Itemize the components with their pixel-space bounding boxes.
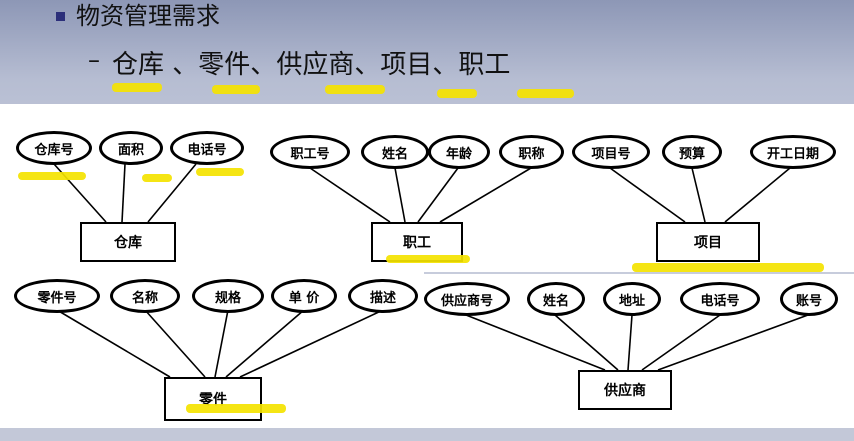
attribute-supplier-no: 供应商号	[424, 282, 510, 316]
attribute-part-no: 零件号	[14, 279, 100, 313]
attribute-part-name: 名称	[110, 279, 180, 313]
entity-list-item: 供应商	[276, 50, 355, 80]
entity-supplier: 供应商	[578, 370, 672, 410]
attribute-description: 描述	[348, 279, 418, 313]
entity-list: 仓库 、零件、供应商、项目、职工	[112, 44, 510, 81]
entity-list-separator: 、	[354, 50, 381, 80]
entity-list-separator: 、	[432, 50, 459, 80]
attribute-title: 职称	[499, 135, 564, 169]
attribute-account: 账号	[780, 282, 838, 316]
attribute-name: 姓名	[361, 135, 429, 169]
entity-list-item: 项目	[380, 50, 433, 80]
attribute-warehouse-no: 仓库号	[16, 131, 92, 165]
attribute-project-no: 项目号	[572, 135, 650, 169]
highlight-mark	[517, 89, 574, 98]
highlight-mark	[112, 83, 162, 92]
attribute-address: 地址	[603, 282, 661, 316]
highlight-mark	[325, 85, 385, 94]
entity-list-separator: 、	[164, 50, 199, 80]
page-title: 物资管理需求	[76, 2, 220, 30]
attribute-phone: 电话号	[170, 131, 244, 165]
highlight-mark	[186, 404, 286, 413]
subitem-dash: –	[88, 46, 100, 74]
attribute-age: 年龄	[428, 135, 490, 169]
attribute-budget: 预算	[662, 135, 722, 169]
bullet-square	[56, 12, 65, 21]
entity-list-separator: 、	[250, 50, 277, 80]
attribute-staff-no: 职工号	[270, 135, 350, 169]
highlight-mark	[437, 89, 477, 98]
entity-warehouse: 仓库	[80, 222, 176, 262]
attribute-unit-price: 单 价	[271, 279, 337, 313]
attribute-supplier-name: 姓名	[527, 282, 585, 316]
attribute-spec: 规格	[192, 279, 264, 313]
attribute-supplier-phone: 电话号	[680, 282, 760, 316]
attribute-area: 面积	[99, 131, 163, 165]
highlight-mark	[386, 255, 470, 263]
entity-list-item: 零件	[198, 50, 251, 80]
highlight-mark	[212, 85, 260, 94]
attribute-start-date: 开工日期	[750, 135, 836, 169]
highlight-mark	[18, 172, 86, 180]
highlight-mark	[632, 263, 824, 272]
entity-part: 零件	[164, 377, 262, 421]
entity-list-item: 仓库	[112, 50, 165, 80]
highlight-mark	[196, 168, 244, 176]
entity-list-item: 职工	[458, 50, 511, 80]
entity-project: 项目	[656, 222, 760, 262]
highlight-mark	[142, 174, 172, 182]
